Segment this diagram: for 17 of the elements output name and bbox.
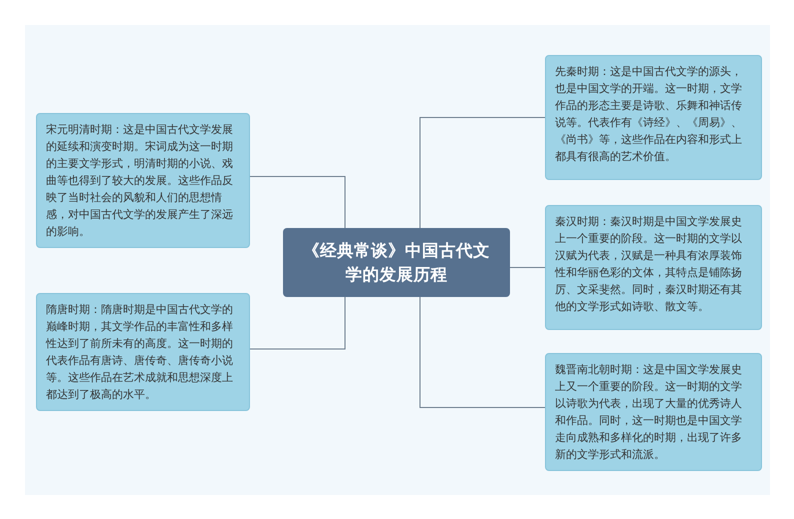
connector-line xyxy=(250,296,346,350)
branch-text: 先秦时期：这是中国古代文学的源头，也是中国文学的开端。这一时期，文学作品的形态主要是诗歌、乐舞和神话传说等。代表作有《诗经》、《周易》、《尚书》等，这些作品在内容和形式上都具有很高的艺术价值。 xyxy=(555,64,743,165)
topic-title: 《经典常谈》中国古代文学的发展历程 xyxy=(302,240,491,286)
connector-line xyxy=(250,176,346,228)
connector-line xyxy=(420,117,546,228)
topic-box xyxy=(283,228,510,297)
branch-text: 隋唐时期：隋唐时期是中国古代文学的巅峰时期，其文学作品的丰富性和多样性达到了前所未有的高度。这一时期的代表作品有唐诗、唐传奇、唐传奇小说等。这些作品在艺术成就和思想深度上都达到了极高的水平。 xyxy=(46,302,234,403)
branch-box xyxy=(545,55,762,180)
branch-box xyxy=(36,293,250,411)
branch-text: 宋元明清时期：这是中国古代文学发展的延续和演变时期。宋词成为这一时期的主要文学形式，明清时期的小说、戏曲等也得到了较大的发展。这些作品反映了当时社会的风貌和人们的思想情感，对中国古代文学的发展产生了深远的影响。 xyxy=(46,122,234,240)
branch-text: 魏晋南北朝时期：这是中国文学发展史上又一个重要的阶段。这一时期的文学以诗歌为代表，出现了大量的优秀诗人和作品。同时，这一时期也是中国文学走向成熟和多样化的时期，出现了许多新的文学形式和流派。 xyxy=(555,362,743,463)
branch-box xyxy=(36,113,250,248)
branch-text: 秦汉时期：秦汉时期是中国文学发展史上一个重要的阶段。这一时期的文学以汉赋为代表，汉赋是一种具有浓厚装饰性和华丽色彩的文体，其特点是铺陈扬厉、文采斐然。同时，秦汉时期还有其他的文学形式如诗歌、散文等。 xyxy=(555,214,743,315)
branch-box xyxy=(545,353,762,471)
connector-line xyxy=(510,267,546,268)
connector-line xyxy=(420,296,546,408)
branch-box xyxy=(545,205,762,330)
